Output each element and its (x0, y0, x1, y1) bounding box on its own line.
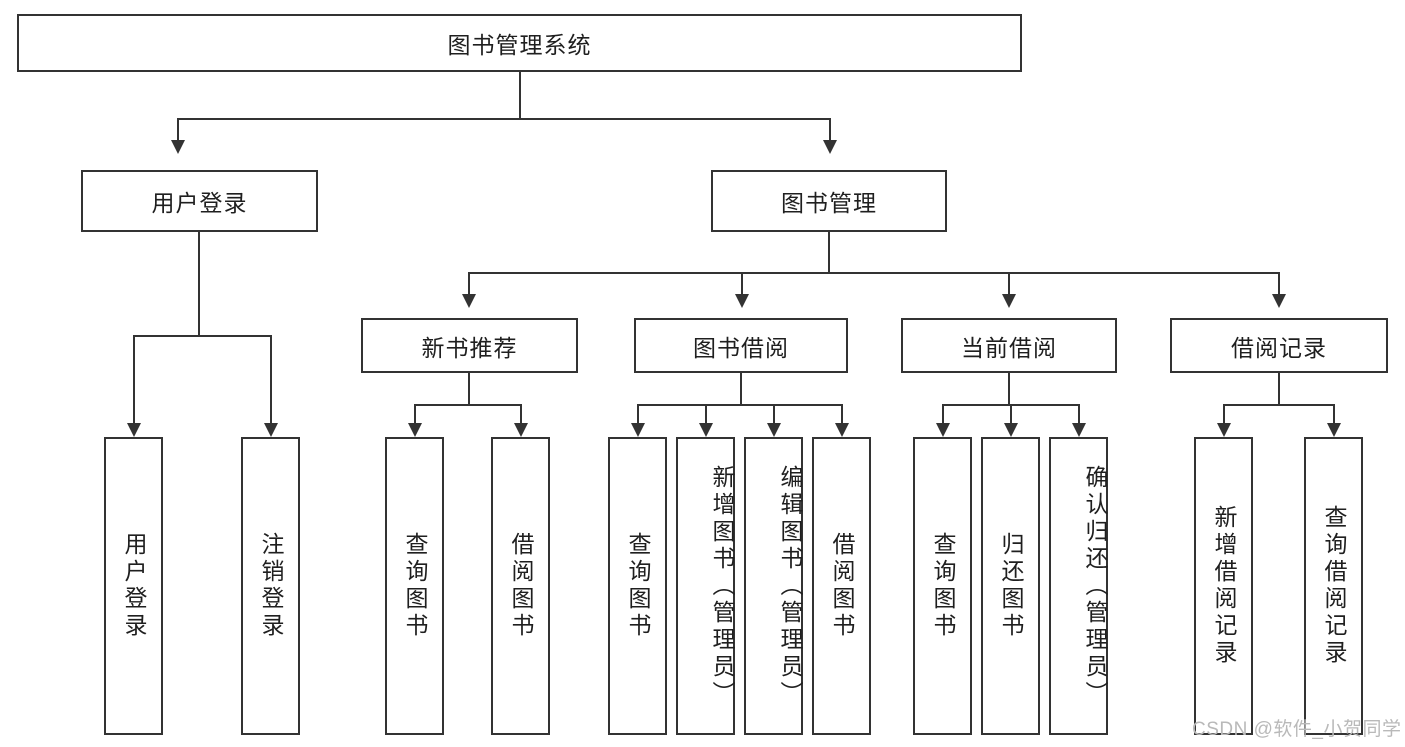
leaf-nbr-borrow-book[interactable]: 借阅图书 (491, 437, 550, 735)
leaf-cb-confirm-return-admin[interactable]: 确认归还（管理员） (1049, 437, 1108, 735)
watermark-text: CSDN @软件_小贺同学 (1192, 719, 1402, 740)
edge-br-bus (1223, 404, 1335, 406)
edge-user-login-drop-2 (270, 335, 272, 423)
arrow-to-br-leaf-2 (1327, 423, 1341, 437)
arrow-to-cb-leaf-3 (1072, 423, 1086, 437)
node-new-book-recommend[interactable]: 新书推荐 (361, 318, 578, 373)
node-book-borrow[interactable]: 图书借阅 (634, 318, 848, 373)
edge-level3-drop-3 (1008, 272, 1010, 294)
arrow-to-cb-leaf-2 (1004, 423, 1018, 437)
edge-root-stem (519, 72, 521, 118)
node-label: 归还图书 (998, 532, 1024, 640)
arrow-to-borrow-record (1272, 294, 1286, 308)
node-label: 借阅图书 (508, 532, 534, 640)
node-label: 新增图书（管理员） (709, 464, 735, 708)
edge-bb-drop-1 (637, 404, 639, 423)
node-label: 确认归还（管理员） (1082, 464, 1108, 708)
edge-level3-drop-4 (1278, 272, 1280, 294)
node-user-login[interactable]: 用户登录 (81, 170, 318, 232)
edge-nbr-stem (468, 373, 470, 404)
leaf-bb-borrow-book[interactable]: 借阅图书 (812, 437, 871, 735)
node-label: 当前借阅 (961, 334, 1057, 361)
node-current-borrow[interactable]: 当前借阅 (901, 318, 1117, 373)
edge-bb-drop-2 (705, 404, 707, 423)
arrow-to-new-book-recommend (462, 294, 476, 308)
edge-level3-drop-2 (741, 272, 743, 294)
edge-root-drop-right (829, 118, 831, 140)
node-label: 查询借阅记录 (1321, 505, 1347, 667)
node-label: 查询图书 (930, 532, 956, 640)
leaf-cb-query-book[interactable]: 查询图书 (913, 437, 972, 735)
edge-root-drop-left (177, 118, 179, 140)
leaf-nbr-query-book[interactable]: 查询图书 (385, 437, 444, 735)
edge-cb-drop-3 (1078, 404, 1080, 423)
edge-level3-drop-1 (468, 272, 470, 294)
node-label: 图书借阅 (693, 334, 789, 361)
edge-br-drop-1 (1223, 404, 1225, 423)
node-root-book-management-system[interactable]: 图书管理系统 (17, 14, 1022, 72)
leaf-bb-query-book[interactable]: 查询图书 (608, 437, 667, 735)
edge-bb-drop-4 (841, 404, 843, 423)
node-label: 查询图书 (625, 532, 651, 640)
edge-user-login-bus (133, 335, 272, 337)
node-label: 用户登录 (121, 532, 147, 640)
arrow-to-bb-leaf-2 (699, 423, 713, 437)
node-label: 新书推荐 (421, 334, 518, 361)
arrow-to-book-borrow (735, 294, 749, 308)
arrow-to-cb-leaf-1 (936, 423, 950, 437)
leaf-cb-return-book[interactable]: 归还图书 (981, 437, 1040, 735)
edge-nbr-drop-1 (414, 404, 416, 423)
edge-root-bus (177, 118, 831, 120)
leaf-br-add-record[interactable]: 新增借阅记录 (1194, 437, 1253, 735)
edge-nbr-drop-2 (520, 404, 522, 423)
node-label: 编辑图书（管理员） (777, 464, 803, 708)
arrow-to-bb-leaf-4 (835, 423, 849, 437)
node-book-management[interactable]: 图书管理 (711, 170, 947, 232)
node-label: 用户登录 (151, 190, 248, 216)
node-label: 借阅记录 (1231, 334, 1327, 361)
node-label: 注销登录 (258, 532, 284, 640)
edge-br-drop-2 (1333, 404, 1335, 423)
edge-user-login-stem (198, 232, 200, 335)
arrow-to-leaf-user-login (127, 423, 141, 437)
node-label: 查询图书 (402, 532, 428, 640)
edge-cb-drop-2 (1010, 404, 1012, 423)
leaf-logout[interactable]: 注销登录 (241, 437, 300, 735)
leaf-br-query-record[interactable]: 查询借阅记录 (1304, 437, 1363, 735)
arrow-to-leaf-logout (264, 423, 278, 437)
node-label: 图书管理系统 (447, 32, 592, 58)
leaf-bb-add-book-admin[interactable]: 新增图书（管理员） (676, 437, 735, 735)
arrow-to-nbr-leaf-1 (408, 423, 422, 437)
arrow-to-nbr-leaf-2 (514, 423, 528, 437)
edge-cb-stem (1008, 373, 1010, 404)
node-label: 新增借阅记录 (1211, 505, 1237, 667)
arrow-to-current-borrow (1002, 294, 1016, 308)
edge-book-management-stem (828, 232, 830, 272)
edge-nbr-bus (414, 404, 522, 406)
edge-bb-drop-3 (773, 404, 775, 423)
edge-bb-bus (637, 404, 843, 406)
arrow-to-book-management (823, 140, 837, 154)
edge-bb-stem (740, 373, 742, 404)
edge-user-login-drop-1 (133, 335, 135, 423)
edge-br-stem (1278, 373, 1280, 404)
arrow-to-user-login (171, 140, 185, 154)
arrow-to-bb-leaf-3 (767, 423, 781, 437)
node-borrow-record[interactable]: 借阅记录 (1170, 318, 1388, 373)
node-label: 图书管理 (781, 190, 877, 216)
arrow-to-bb-leaf-1 (631, 423, 645, 437)
arrow-to-br-leaf-1 (1217, 423, 1231, 437)
node-label: 借阅图书 (829, 532, 855, 640)
leaf-user-login[interactable]: 用户登录 (104, 437, 163, 735)
edge-level3-bus (468, 272, 1280, 274)
edge-cb-drop-1 (942, 404, 944, 423)
leaf-bb-edit-book-admin[interactable]: 编辑图书（管理员） (744, 437, 803, 735)
